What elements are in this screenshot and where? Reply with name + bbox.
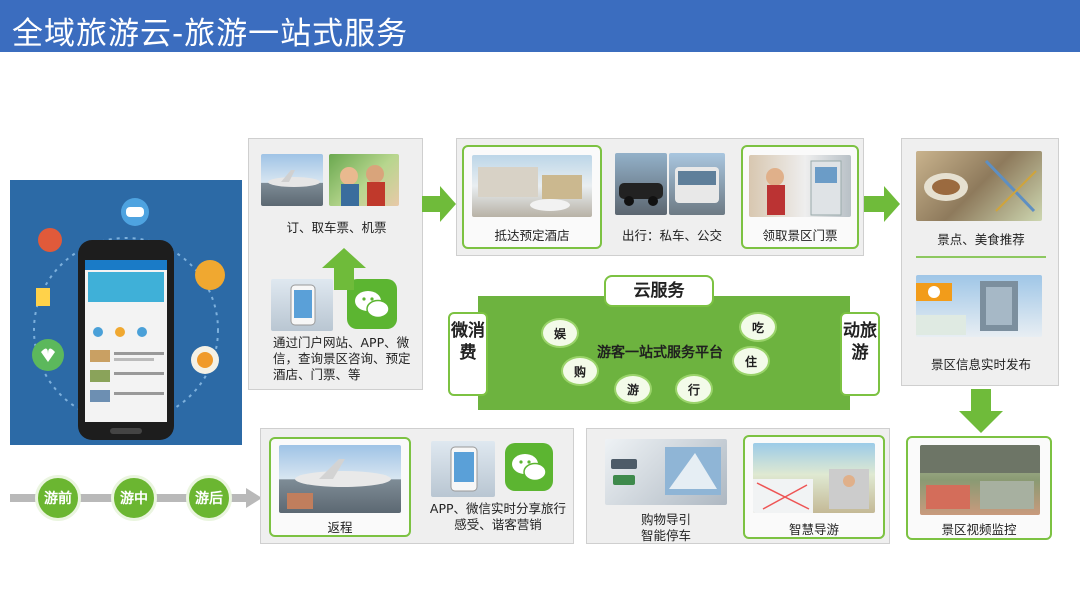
arrow-right-2 bbox=[864, 186, 900, 222]
caption-share: APP、微信实时分享旅行感受、谐客营销 bbox=[429, 501, 567, 532]
caption-info: 景区信息实时发布 bbox=[930, 357, 1031, 372]
label-micro-consumption: 微消费 bbox=[448, 312, 488, 396]
platform-band bbox=[478, 296, 850, 410]
bubble-tour: 游 bbox=[614, 374, 652, 404]
bubble-transport: 行 bbox=[675, 374, 713, 404]
photo-return-airplane bbox=[279, 445, 401, 513]
panel-arrival: 抵达预定酒店 出行：私车、公交 领取景区门票 bbox=[456, 138, 864, 256]
caption-guide: 智慧导游 bbox=[788, 522, 839, 537]
panel-smart-guide: 购物导引 智能停车 智慧导游 bbox=[586, 428, 890, 544]
caption-return: 返程 bbox=[327, 520, 353, 535]
caption-ticket: 领取景区门票 bbox=[762, 228, 838, 243]
caption-portal: 通过门户网站、APP、微信，查询景区咨询、预定酒店、门票、等 bbox=[273, 335, 411, 382]
box-guide: 智慧导游 bbox=[743, 435, 885, 539]
photo-ticket-machine bbox=[749, 155, 851, 217]
caption-monitor: 景区视频监控 bbox=[941, 522, 1017, 537]
divider bbox=[916, 256, 1046, 258]
wechat-icon bbox=[347, 279, 397, 329]
arrow-down bbox=[959, 389, 1003, 433]
panel-scenic: 景点、美食推荐 景区信息实时发布 bbox=[901, 138, 1059, 386]
caption-travel: 出行：私车、公交 bbox=[621, 228, 722, 243]
stage-during-trip: 游中 bbox=[111, 475, 157, 521]
arrow-right-1 bbox=[422, 186, 456, 222]
caption-food: 景点、美食推荐 bbox=[937, 232, 1025, 247]
box-monitor: 景区视频监控 bbox=[906, 436, 1052, 540]
photo-monitor bbox=[920, 445, 1040, 515]
photo-airplane bbox=[261, 154, 323, 206]
caption-hotel: 抵达预定酒店 bbox=[494, 228, 570, 243]
platform-name: 游客一站式服务平台 bbox=[597, 345, 723, 361]
stage-after-trip: 游后 bbox=[186, 475, 232, 521]
bubble-shopping: 购 bbox=[561, 356, 599, 386]
photo-parking bbox=[605, 439, 727, 505]
photo-building bbox=[916, 275, 1042, 337]
photo-share-phone bbox=[431, 441, 495, 497]
photo-hotel bbox=[472, 155, 592, 217]
phone-illustration bbox=[10, 180, 242, 445]
box-return: 返程 bbox=[269, 437, 411, 537]
bubble-dining: 吃 bbox=[739, 312, 777, 342]
cloud-service-title: 云服务 bbox=[604, 275, 714, 307]
smartphone-app-graphic bbox=[32, 198, 225, 440]
header-bar: 全域旅游云-旅游一站式服务 bbox=[0, 0, 1080, 52]
box-hotel: 抵达预定酒店 bbox=[462, 145, 602, 249]
caption-tickets: 订、取车票、机票 bbox=[286, 220, 387, 235]
photo-bus bbox=[669, 153, 725, 215]
photo-guide bbox=[753, 443, 875, 513]
bubble-lodging: 住 bbox=[732, 346, 770, 376]
photo-food bbox=[916, 151, 1042, 221]
bubble-entertainment: 娱 bbox=[541, 318, 579, 348]
photo-car bbox=[615, 153, 667, 215]
photo-people bbox=[329, 154, 399, 206]
caption-parking-1: 购物导引 bbox=[640, 512, 691, 527]
panel-return: 返程 APP、微信实时分享旅行感受、谐客营销 bbox=[260, 428, 574, 544]
stage-before-trip: 游前 bbox=[35, 475, 81, 521]
arrow-up bbox=[322, 248, 366, 290]
caption-parking-2: 智能停车 bbox=[640, 528, 691, 543]
page-title: 全域旅游云-旅游一站式服务 bbox=[12, 16, 409, 52]
wechat-icon bbox=[505, 443, 553, 491]
label-mobile-tourism: 动旅游 bbox=[840, 312, 880, 396]
box-ticket: 领取景区门票 bbox=[741, 145, 859, 249]
photo-phone-hand bbox=[271, 279, 333, 331]
